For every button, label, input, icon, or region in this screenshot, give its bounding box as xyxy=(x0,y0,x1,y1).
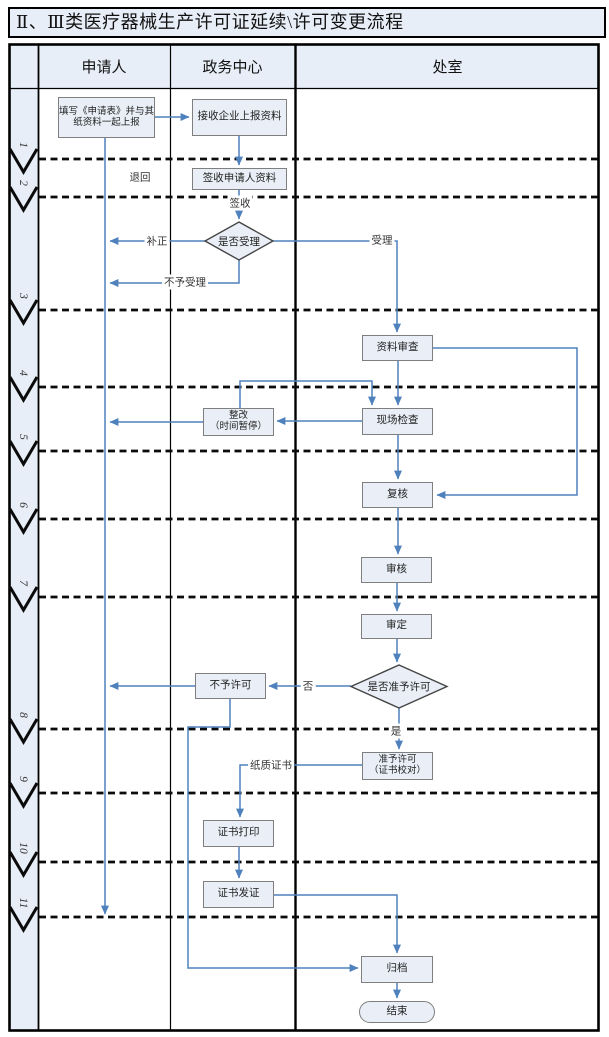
edge-paper-certificate xyxy=(236,764,362,818)
step-number: 1 xyxy=(17,142,29,148)
table-grid xyxy=(8,43,600,1032)
step-number: 3 xyxy=(17,293,29,299)
step-number: 2 xyxy=(17,180,29,186)
node-end: 结束 xyxy=(359,1001,435,1023)
step-number: 5 xyxy=(17,434,29,440)
edge-label-sign: 签收 xyxy=(227,195,253,211)
node-deny-license: 不予许可 xyxy=(195,673,266,699)
edge-label-return: 退回 xyxy=(127,169,153,185)
step-number: 11 xyxy=(17,897,29,909)
step-number: 6 xyxy=(17,502,29,508)
node-archive: 归档 xyxy=(361,956,433,983)
step-number: 9 xyxy=(17,776,29,782)
diamond-grant-decision xyxy=(349,664,449,709)
node-onsite-inspection: 现场检查 xyxy=(362,408,433,435)
node-audit: 审核 xyxy=(361,557,432,583)
node-receive-materials: 接收企业上报资料 xyxy=(192,99,287,136)
edge-deny-to-archive xyxy=(187,699,359,972)
node-grant-license: 准予许可 （证书校对） xyxy=(362,752,433,780)
flow-connectors xyxy=(101,113,578,999)
edge-accept xyxy=(273,240,401,333)
step-number: 10 xyxy=(17,842,29,854)
step-number: 8 xyxy=(17,712,29,718)
node-sign-for-materials: 签收申请人资料 xyxy=(192,168,287,190)
node-certificate-issue: 证书发证 xyxy=(203,881,274,908)
edge-rectify-loop-to-onsite xyxy=(239,380,376,408)
lane-header-applicant: 申请人 xyxy=(81,59,127,76)
page-title: Ⅱ、Ⅲ类医疗器械生产许可证延续\许可变更流程 xyxy=(8,7,606,38)
node-determination: 审定 xyxy=(361,614,432,639)
node-recheck: 复核 xyxy=(362,482,433,508)
lane-header-department: 处室 xyxy=(432,59,463,76)
edge-label-no: 否 xyxy=(300,678,316,694)
lane-header-service-center: 政务中心 xyxy=(202,59,263,76)
edge-label-correction: 补正 xyxy=(144,233,170,249)
edge-label-paper-certificate: 纸质证书 xyxy=(248,757,294,773)
step-number: 4 xyxy=(17,370,29,376)
header-row-background xyxy=(9,44,599,88)
node-rectification: 整改 （时间暂停） xyxy=(203,408,274,436)
decision-diamonds xyxy=(203,221,449,709)
edge-review-to-recheck xyxy=(433,347,578,499)
edge-label-yes: 是 xyxy=(388,723,404,739)
edge-label-accept: 受理 xyxy=(369,232,395,248)
step-number: 7 xyxy=(17,580,29,586)
node-certificate-print: 证书打印 xyxy=(203,820,274,847)
node-material-review: 资料审查 xyxy=(362,335,433,361)
edge-reject-acceptance xyxy=(109,260,240,287)
diamond-accept-decision xyxy=(203,221,275,261)
step-chevron-icons xyxy=(8,148,39,933)
edge-label-reject-acceptance: 不予受理 xyxy=(162,274,208,290)
lane-separator-lines xyxy=(39,157,598,919)
edge-issue-to-archive xyxy=(274,894,401,954)
node-accept-decision: 是否受理 xyxy=(218,236,260,248)
node-grant-decision: 是否准予许可 xyxy=(367,682,431,693)
node-fill-form: 填写《申请表》并与其纸资料一起上报 xyxy=(58,97,155,138)
